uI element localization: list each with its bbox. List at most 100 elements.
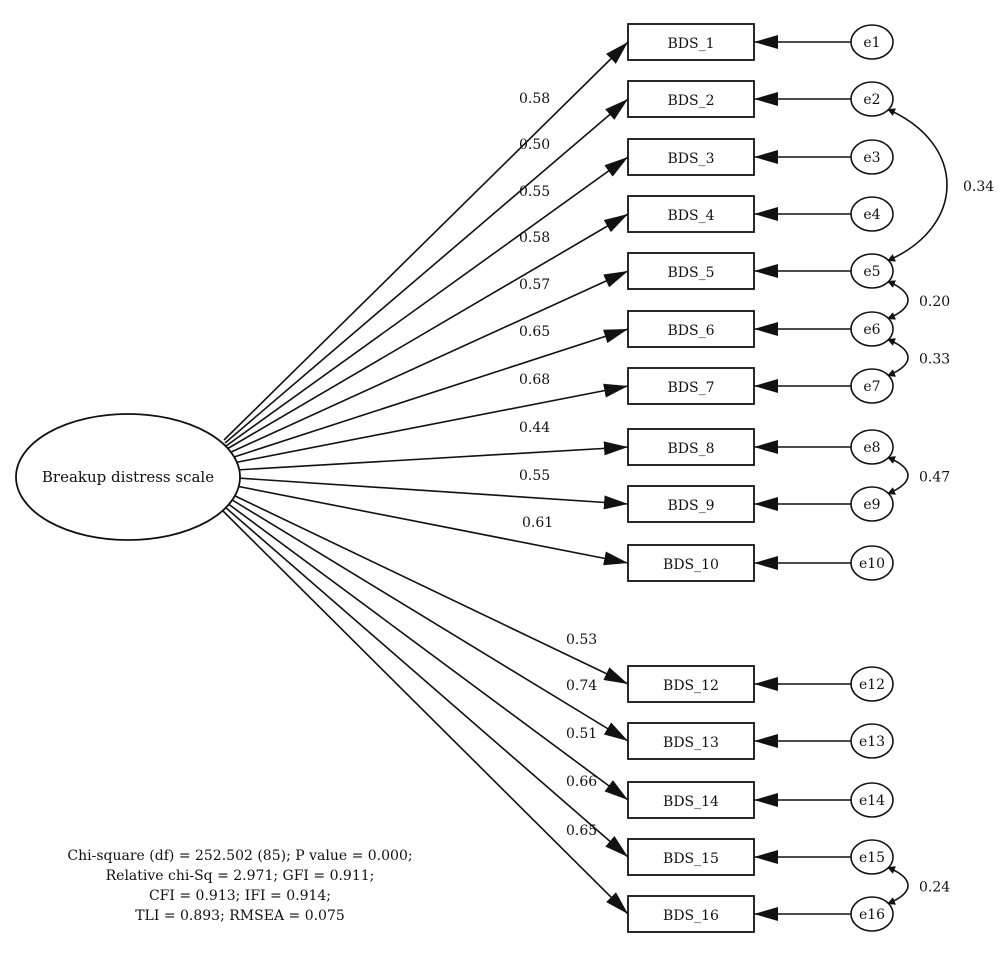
covariance-value: 0.24 — [919, 880, 950, 896]
error-label: e10 — [859, 556, 885, 572]
indicator-box-bds_1 — [627, 23, 755, 61]
error-node-e6 — [850, 311, 894, 347]
indicator-label: BDS_12 — [663, 678, 719, 694]
loading-path-bds_10 — [235, 485, 629, 566]
indicator-box-bds_12 — [627, 665, 755, 703]
loading-path-bds_3 — [225, 156, 629, 447]
indicator-box-bds_9 — [627, 485, 755, 523]
error-node-e10 — [850, 545, 894, 581]
indicator-box-bds_2 — [627, 80, 755, 118]
error-label: e12 — [859, 677, 885, 693]
error-label: e6 — [863, 322, 880, 338]
loading-value: 0.58 — [519, 91, 550, 107]
error-label: e7 — [863, 379, 880, 395]
loading-path-bds_16 — [222, 510, 629, 915]
error-label: e13 — [859, 734, 885, 750]
loading-path-bds_12 — [230, 493, 629, 685]
fit-line-2: Relative chi-Sq = 2.971; GFI = 0.911; — [105, 868, 375, 884]
covariance-e6-e7 — [886, 338, 909, 377]
indicator-label: BDS_3 — [667, 151, 714, 167]
covariance-value: 0.20 — [919, 294, 950, 310]
error-node-e3 — [850, 139, 894, 175]
loading-path-bds_14 — [226, 502, 629, 801]
error-node-e2 — [850, 81, 894, 117]
loading-value: 0.53 — [566, 632, 597, 648]
indicator-box-bds_8 — [627, 428, 755, 466]
latent-factor-node — [15, 413, 241, 541]
covariance-value: 0.47 — [919, 470, 950, 486]
loading-path-bds_2 — [224, 98, 629, 444]
loading-path-bds_8 — [235, 441, 629, 471]
covariance-value: 0.33 — [919, 352, 950, 368]
error-label: e4 — [863, 207, 880, 223]
indicator-box-bds_6 — [627, 310, 755, 348]
loading-path-bds_5 — [228, 270, 629, 454]
indicator-box-bds_15 — [627, 838, 755, 876]
error-node-e8 — [850, 429, 894, 465]
error-node-e16 — [850, 896, 894, 932]
loading-path-bds_4 — [226, 213, 629, 450]
nodes-layer — [15, 23, 894, 933]
error-label: e5 — [863, 264, 880, 280]
error-node-e9 — [850, 486, 894, 522]
indicator-label: BDS_2 — [667, 93, 714, 109]
loading-value: 0.65 — [519, 324, 550, 340]
indicator-box-bds_16 — [627, 895, 755, 933]
error-node-e5 — [850, 253, 894, 289]
indicator-box-bds_10 — [627, 544, 755, 582]
fit-line-3: CFI = 0.913; IFI = 0.914; — [148, 888, 332, 904]
loading-value: 0.51 — [566, 726, 597, 742]
covariance-value: 0.34 — [963, 179, 994, 195]
indicator-label: BDS_4 — [667, 208, 714, 224]
error-label: e2 — [863, 92, 880, 108]
loading-path-bds_7 — [232, 383, 629, 464]
loading-value: 0.65 — [566, 823, 597, 839]
indicator-label: BDS_5 — [667, 265, 714, 281]
loading-path-bds_6 — [230, 328, 629, 459]
error-label: e16 — [859, 907, 885, 923]
loading-value: 0.74 — [566, 678, 597, 694]
error-label: e8 — [863, 440, 880, 456]
fit-line-1: Chi-square (df) = 252.502 (85); P value … — [67, 848, 413, 864]
loading-value: 0.61 — [522, 515, 553, 531]
error-node-e7 — [850, 368, 894, 404]
error-label: e9 — [863, 497, 880, 513]
loading-value: 0.57 — [519, 277, 550, 293]
indicator-label: BDS_10 — [663, 557, 719, 573]
indicator-label: BDS_7 — [667, 380, 714, 396]
error-node-e4 — [850, 196, 894, 232]
error-node-e14 — [850, 782, 894, 818]
loading-path-bds_9 — [236, 477, 629, 510]
indicator-label: BDS_15 — [663, 851, 719, 867]
indicator-label: BDS_13 — [663, 735, 719, 751]
covariance-e15-e16 — [886, 866, 909, 905]
edges-layer — [222, 35, 948, 921]
covariance-e8-e9 — [886, 456, 909, 495]
latent-factor-label: Breakup distress scale — [42, 468, 214, 486]
error-label: e15 — [859, 850, 885, 866]
loading-value: 0.55 — [519, 184, 550, 200]
indicator-box-bds_4 — [627, 195, 755, 233]
error-label: e1 — [863, 35, 880, 51]
indicator-label: BDS_14 — [663, 794, 719, 810]
loading-value: 0.50 — [519, 137, 550, 153]
loading-path-bds_1 — [223, 41, 629, 441]
loading-path-bds_15 — [224, 506, 629, 858]
error-node-e1 — [850, 24, 894, 60]
error-node-e12 — [850, 666, 894, 702]
loading-value: 0.55 — [519, 468, 550, 484]
indicator-label: BDS_1 — [667, 36, 714, 52]
error-label: e14 — [859, 793, 885, 809]
covariance-e2-e5 — [886, 108, 948, 262]
fit-indices: Chi-square (df) = 252.502 (85); P value … — [40, 846, 440, 926]
indicator-box-bds_14 — [627, 781, 755, 819]
indicator-label: BDS_6 — [667, 323, 714, 339]
indicator-box-bds_7 — [627, 367, 755, 405]
loading-value: 0.58 — [519, 230, 550, 246]
indicator-box-bds_13 — [627, 722, 755, 760]
indicator-label: BDS_9 — [667, 498, 714, 514]
loading-value: 0.44 — [519, 420, 550, 436]
indicator-label: BDS_16 — [663, 908, 719, 924]
